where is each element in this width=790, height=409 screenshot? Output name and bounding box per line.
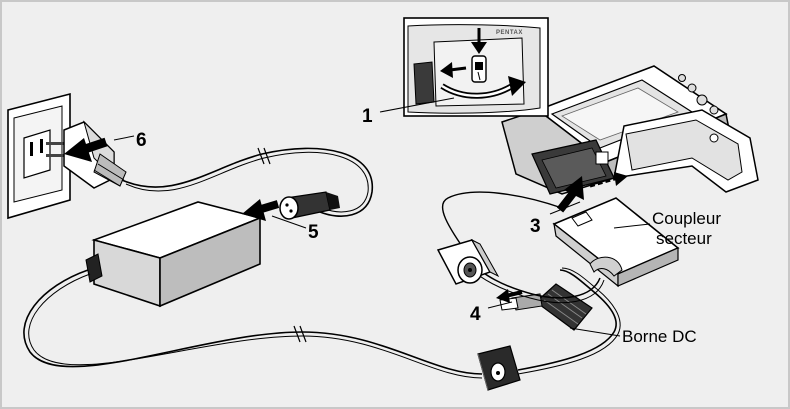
inset-detail-box: PENTAX: [403, 17, 549, 117]
label-coupler-line1: Coupleur: [652, 209, 721, 228]
arrow-insert-plug: [64, 137, 108, 162]
leader-step-5: [271, 215, 307, 229]
dc-socket: [436, 238, 500, 285]
arrow-insert-cord: [242, 199, 280, 221]
leader-step-4: [487, 301, 513, 309]
leader-lines: [113, 97, 651, 337]
leader-dc-terminal: [569, 327, 621, 337]
ferrite-core: [477, 345, 521, 391]
brand-text: PENTAX: [496, 30, 523, 36]
leader-step-1: [379, 97, 455, 113]
power-cord: [121, 147, 373, 217]
leader-step-6: [113, 135, 135, 141]
wall-outlet: [7, 92, 71, 220]
dc-coupler: [552, 197, 680, 288]
leader-coupler: [613, 223, 651, 229]
dc-cable: [23, 267, 621, 379]
camera: [501, 65, 759, 195]
step-4-number: 4: [470, 304, 481, 325]
step-5-number: 5: [308, 222, 319, 243]
leader-step-3: [549, 201, 581, 215]
cord-connector: [279, 191, 340, 220]
step-3-number: 3: [530, 216, 541, 237]
step-6-number: 6: [136, 130, 147, 151]
ac-adapter: [85, 201, 263, 308]
arrow-insert-dc-plug: [496, 289, 523, 303]
label-dc-terminal: Borne DC: [622, 327, 697, 346]
label-coupler-line2: secteur: [656, 229, 712, 248]
step-1-number: 1: [362, 106, 373, 127]
dc-plug: [499, 283, 593, 331]
arrow-insert-coupler: [556, 172, 628, 213]
